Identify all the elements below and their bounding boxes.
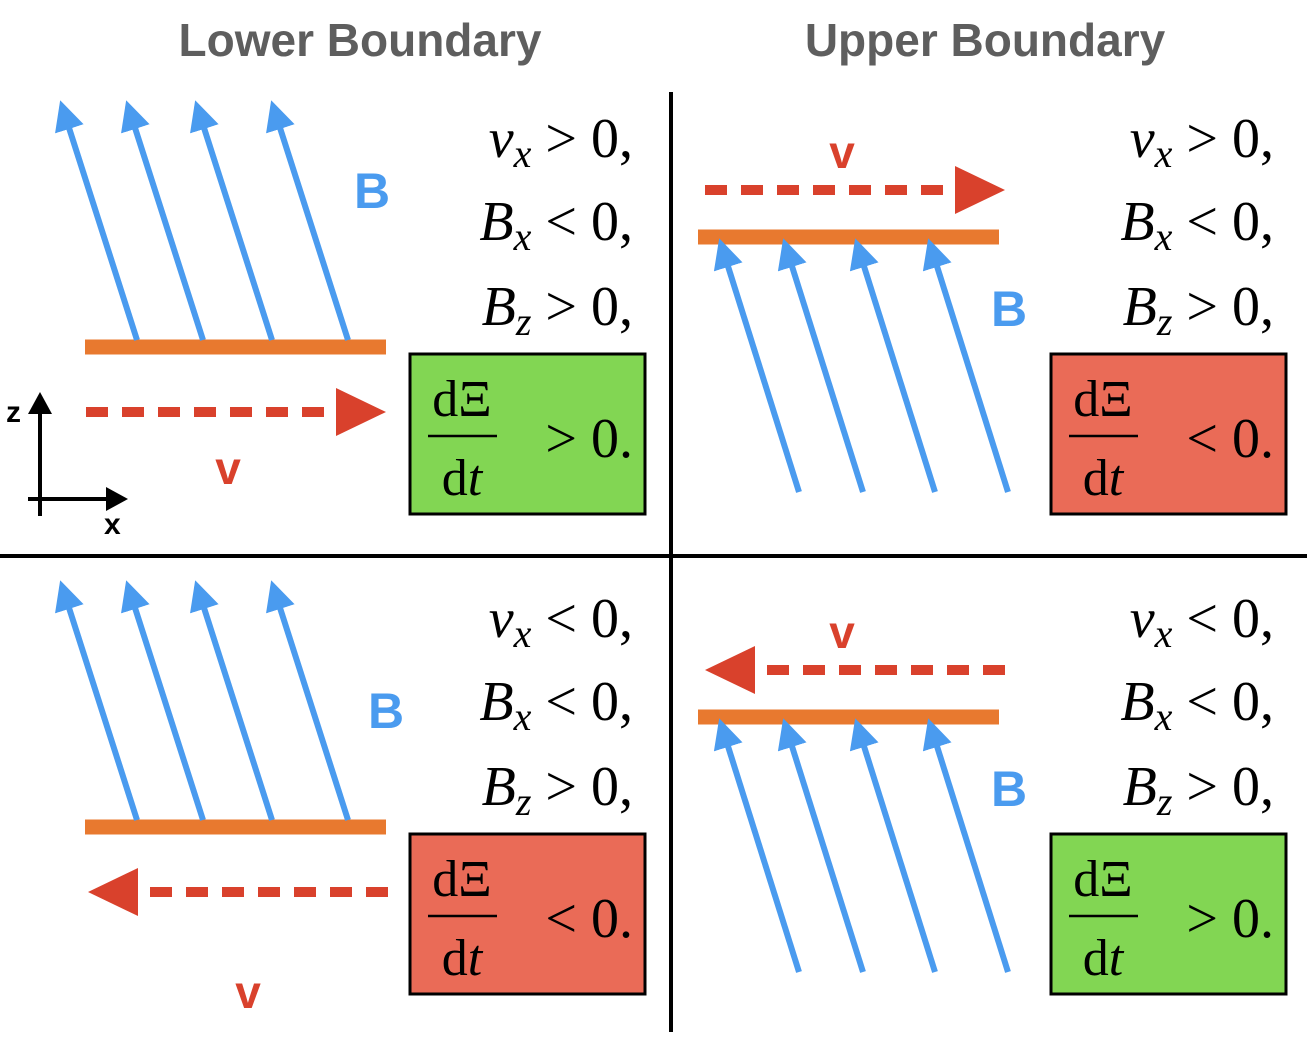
result-relation: > 0. [545,408,633,470]
field-line-arrow-3 [190,100,275,341]
condition-2: Bx < 0, [1120,191,1274,259]
field-label: B [354,163,390,219]
condition-3: Bz > 0, [1123,276,1274,344]
result-numerator: dΞ [432,851,491,908]
field-line-arrow-3 [849,718,938,973]
field-label: B [991,761,1027,817]
field-line-arrow-1 [713,238,802,493]
result-relation: < 0. [545,888,633,950]
field-line-arrow-1 [713,718,802,973]
field-line-arrow-3 [190,580,275,821]
panel-1: v Bvx > 0, Bx < 0, Bz > 0, dΞ dt > 0. [55,100,647,516]
field-line-arrow-2 [777,718,866,973]
velocity-label: v [829,606,855,658]
velocity-arrow-head [88,868,138,916]
result-relation: > 0. [1186,888,1274,950]
field-line-arrow-4 [922,718,1011,973]
field-line-arrow-1 [55,580,140,821]
result-numerator: dΞ [432,371,491,428]
field-line-arrow-2 [121,580,206,821]
condition-3: Bz > 0, [482,276,633,344]
condition-1: vx > 0, [489,108,633,176]
velocity-label: v [215,442,241,494]
field-line-arrow-4 [266,580,351,821]
lower-boundary-title: Lower Boundary [179,14,542,66]
result-denominator: dt [442,930,484,987]
axis-x-label: x [104,508,121,541]
velocity-label: v [235,966,261,1018]
condition-2: Bx < 0, [479,671,633,739]
result-relation: < 0. [1186,408,1274,470]
field-label: B [368,683,404,739]
velocity-arrow-head [336,388,386,436]
axis-z-label: z [6,396,21,429]
condition-3: Bz > 0, [482,756,633,824]
velocity-arrow-head [955,166,1005,214]
field-line-arrow-4 [922,238,1011,493]
result-denominator: dt [442,450,484,507]
velocity-label: v [829,126,855,178]
condition-2: Bx < 0, [1120,671,1274,739]
result-box [408,352,647,516]
field-label: B [991,281,1027,337]
upper-boundary-title: Upper Boundary [805,14,1166,66]
condition-2: Bx < 0, [479,191,633,259]
result-box [408,832,647,996]
condition-1: vx < 0, [489,588,633,656]
result-denominator: dt [1083,450,1125,507]
result-numerator: dΞ [1073,851,1132,908]
field-line-arrow-3 [849,238,938,493]
result-numerator: dΞ [1073,371,1132,428]
panel-3: v Bvx < 0, Bx < 0, Bz > 0, dΞ dt < 0. [55,580,647,1018]
field-line-arrow-1 [55,100,140,341]
coordinate-axes: z x [6,392,128,541]
result-denominator: dt [1083,930,1125,987]
field-line-arrow-4 [266,100,351,341]
field-line-arrow-2 [121,100,206,341]
field-line-arrow-2 [777,238,866,493]
condition-1: vx > 0, [1130,108,1274,176]
condition-1: vx < 0, [1130,588,1274,656]
condition-3: Bz > 0, [1123,756,1274,824]
result-box [1049,352,1288,516]
result-box [1049,832,1288,996]
velocity-arrow-head [705,646,755,694]
